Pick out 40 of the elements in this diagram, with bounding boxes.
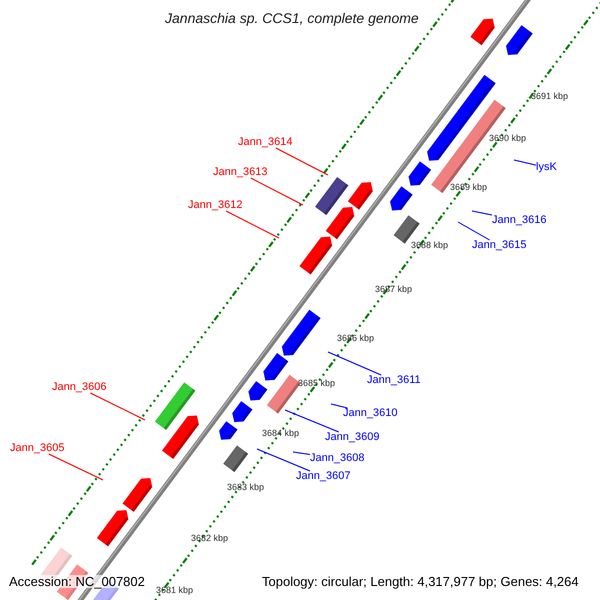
tick-label: 3683 kbp <box>227 483 264 492</box>
leader-line <box>328 352 382 376</box>
tick-label: 3684 kbp <box>262 429 300 438</box>
leader-line <box>472 210 492 216</box>
leader-line <box>90 392 146 420</box>
tick-label: 3681 kbp <box>156 586 194 595</box>
tick-label: 3688 kbp <box>411 241 448 250</box>
genome-summary-text: Topology: circular; Length: 4,317,977 bp; Genes: 4,264 <box>262 575 579 588</box>
leader-line <box>48 454 104 480</box>
leader-line <box>284 410 340 432</box>
tick-label: 3682 kbp <box>191 534 228 543</box>
title: Jannaschia sp. CCS1, complete genome <box>165 11 419 25</box>
leader-line <box>226 210 280 238</box>
leader-line <box>256 448 310 472</box>
gene-label: Jann_3612 <box>188 200 242 211</box>
gene-label: Jann_3610 <box>343 408 398 419</box>
tick-label: 3687 kbp <box>375 285 412 294</box>
gene-label: Jann_3605 <box>10 443 64 454</box>
tick-label: 3686 kbp <box>337 334 374 343</box>
accession-text: Accession: NC_007802 <box>9 575 145 588</box>
gene-label: Jann_3616 <box>492 215 546 226</box>
tick-label: 3691 kbp <box>531 92 568 101</box>
leader-line <box>250 178 304 206</box>
gene-label: Jann_3609 <box>325 432 380 443</box>
gene-label: Jann_3615 <box>472 240 526 251</box>
leader-line <box>514 160 536 166</box>
gene-label: Jann_3607 <box>296 471 350 482</box>
gene-label: Jann_3614 <box>238 137 292 148</box>
gene-label: lysK <box>536 162 557 173</box>
gene-label: Jann_3611 <box>367 375 421 386</box>
leader-line <box>292 452 310 455</box>
leader-line <box>330 404 348 408</box>
leader-line <box>275 148 328 176</box>
gene-label: Jann_3606 <box>52 382 106 393</box>
tick-label: 3689 kbp <box>450 183 488 192</box>
tick-label: 3690 kbp <box>489 134 526 143</box>
leader-line <box>458 222 490 240</box>
gene-label: Jann_3613 <box>213 167 268 178</box>
tick-label: 3685 kbp <box>298 379 336 388</box>
gene-label: Jann_3608 <box>310 453 364 464</box>
